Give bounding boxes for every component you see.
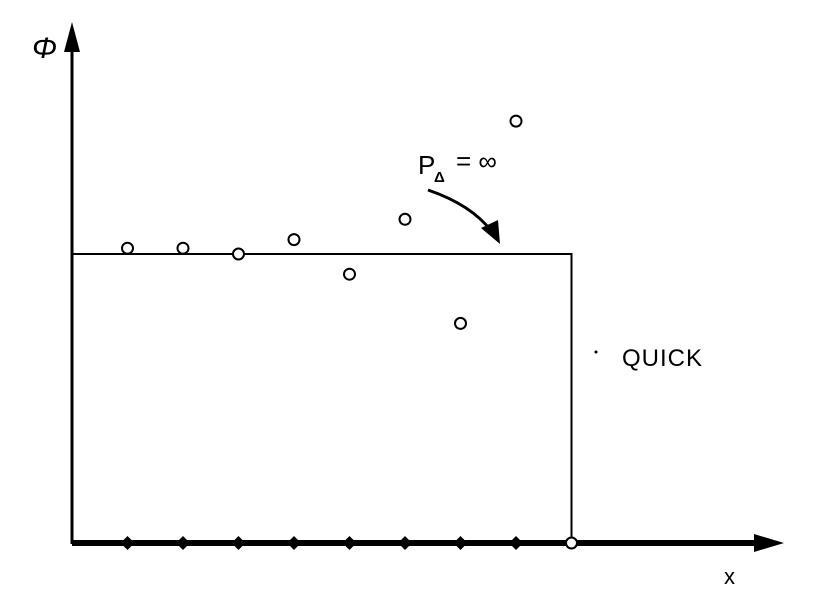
x-axis-label: x — [724, 564, 735, 589]
legend-dot — [594, 350, 598, 354]
exact-solution-line — [72, 253, 573, 543]
data-point-8 — [509, 114, 523, 128]
data-points — [121, 114, 578, 550]
grid-node-2 — [176, 536, 190, 550]
y-axis-arrow-icon — [64, 22, 80, 52]
annotation-p: P — [418, 150, 435, 180]
data-point-2 — [176, 241, 190, 255]
data-point-6 — [398, 212, 412, 226]
y-axis-label: Φ — [32, 32, 57, 65]
series-label-quick: QUICK — [622, 345, 703, 372]
annotation-arrow — [427, 188, 494, 233]
grid-node-7 — [453, 536, 468, 550]
annotation-equals-infinity: = ∞ — [456, 146, 497, 176]
data-point-9 — [565, 536, 578, 550]
data-point-3 — [232, 247, 245, 261]
data-point-5 — [343, 267, 356, 281]
data-point-7 — [454, 316, 467, 330]
grid-node-3 — [231, 536, 246, 550]
data-point-4 — [287, 233, 301, 247]
grid-node-1 — [120, 536, 135, 550]
annotation-arrowhead-icon — [481, 220, 500, 244]
grid-node-8 — [509, 536, 523, 550]
grid-node-4 — [287, 536, 301, 550]
annotation: P Δ = ∞ — [418, 146, 500, 244]
x-axis-arrow-icon — [754, 534, 784, 552]
grid-node-6 — [398, 536, 412, 550]
grid-nodes — [120, 536, 523, 550]
grid-node-5 — [342, 536, 357, 550]
annotation-subscript: Δ — [434, 169, 445, 186]
data-point-1 — [121, 241, 134, 255]
